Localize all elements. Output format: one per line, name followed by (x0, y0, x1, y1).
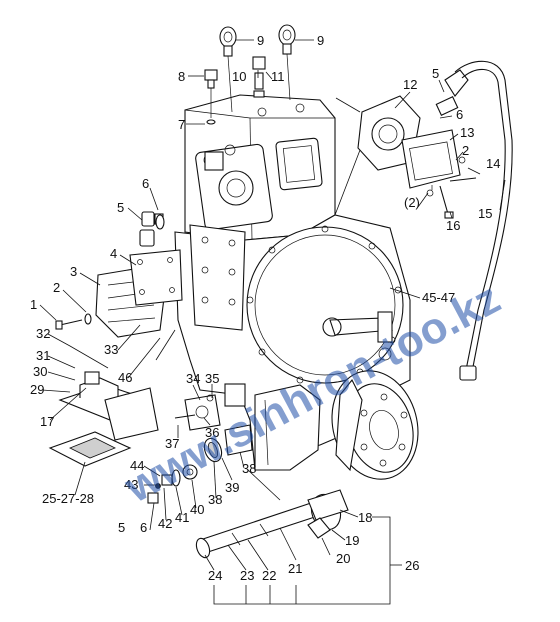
callout-5: 5 (117, 200, 124, 215)
callout-31: 31 (36, 348, 50, 363)
callout-24: 24 (208, 568, 222, 583)
callout-37: 37 (165, 436, 179, 451)
fitting-left (139, 211, 165, 247)
callout-38: 38 (242, 461, 256, 476)
callout-15: 15 (478, 206, 492, 221)
callout-12: 12 (403, 77, 417, 92)
callout-41: 41 (175, 510, 189, 525)
callout-26: 26 (405, 558, 419, 573)
guide-lines (155, 97, 361, 501)
callout-43: 43 (124, 477, 138, 492)
output-flange (331, 370, 419, 480)
bolt-1 (55, 313, 92, 330)
callout-44: 44 (130, 458, 144, 473)
callout-11: 11 (271, 69, 285, 84)
callout-21: 21 (288, 561, 302, 576)
callout-17: 17 (40, 414, 54, 429)
callout-labels: 9 9 8 7 10 11 12 5 6 13 2 14 15 (2) 16 4… (30, 33, 500, 583)
callout-8: 8 (178, 69, 185, 84)
callout-18: 18 (358, 510, 372, 525)
filter-bracket-parts (174, 383, 253, 463)
callout-35: 35 (205, 371, 219, 386)
oil-pipe-15 (454, 60, 513, 381)
lifting-eye-bolts (219, 24, 296, 113)
callout-9b: 9 (317, 33, 324, 48)
callout-10: 10 (232, 69, 246, 84)
callout-19: 19 (345, 533, 359, 548)
callout-1: 1 (30, 297, 37, 312)
callout-6b: 6 (140, 520, 147, 535)
callout-39: 39 (225, 480, 239, 495)
callout-42: 42 (158, 516, 172, 531)
callout-2p: (2) (404, 195, 420, 210)
control-valve-group (357, 69, 477, 197)
drain-valve-parts (147, 464, 198, 504)
callout-25-27-28: 25-27-28 (42, 491, 94, 506)
drain-plug (204, 69, 218, 125)
callout-2: 2 (53, 280, 60, 295)
callout-40: 40 (190, 502, 204, 517)
callout-20: 20 (336, 551, 350, 566)
callout-38b: 38 (208, 492, 222, 507)
filter-line-assembly (195, 489, 349, 559)
breather-plug (252, 56, 266, 98)
callout-5b: 5 (118, 520, 125, 535)
callout-30: 30 (33, 364, 47, 379)
callout-14: 14 (486, 156, 500, 171)
callout-46: 46 (118, 370, 132, 385)
callout-7: 7 (178, 117, 185, 132)
bolt-16 (439, 185, 454, 219)
shift-valve-bracket (95, 249, 183, 338)
callout-4: 4 (110, 246, 117, 261)
mount-support (48, 371, 159, 467)
callout-34: 34 (186, 371, 200, 386)
callout-leaders (39, 39, 506, 605)
callout-32: 32 (36, 326, 50, 341)
callout-22: 22 (262, 568, 276, 583)
callout-36: 36 (205, 425, 219, 440)
callout-29: 29 (30, 382, 44, 397)
callout-6: 6 (142, 176, 149, 191)
callout-3: 3 (70, 264, 77, 279)
callout-23: 23 (240, 568, 254, 583)
callout-45: 45-47 (422, 290, 455, 305)
callout-13: 13 (460, 125, 474, 140)
callout-2b: 2 (462, 143, 469, 158)
callout-5c: 5 (432, 66, 439, 81)
callout-16: 16 (446, 218, 460, 233)
callout-33: 33 (104, 342, 118, 357)
callout-9a: 9 (257, 33, 264, 48)
callout-6c: 6 (456, 107, 463, 122)
